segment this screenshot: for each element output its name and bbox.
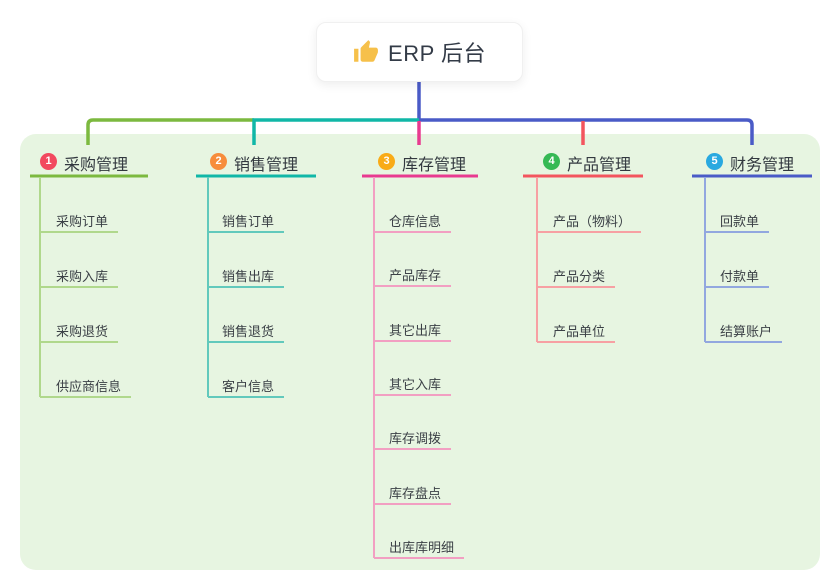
- branch-badge: 2: [210, 153, 227, 170]
- child-node[interactable]: 出库库明细: [389, 540, 455, 555]
- thumbs-up-glyph: [354, 40, 378, 62]
- branch-badge: 4: [543, 153, 560, 170]
- child-node[interactable]: 销售出库: [222, 269, 275, 284]
- child-node[interactable]: 结算账户: [720, 324, 773, 339]
- root-label: ERP 后台: [388, 41, 486, 66]
- child-node[interactable]: 付款单: [720, 269, 760, 284]
- child-node[interactable]: 其它入库: [389, 377, 442, 392]
- branch-badge: 1: [40, 153, 57, 170]
- child-node[interactable]: 产品分类: [553, 269, 606, 284]
- child-node[interactable]: 其它出库: [389, 323, 442, 338]
- branch-title-3[interactable]: 库存管理: [402, 157, 467, 174]
- child-node[interactable]: 回款单: [720, 214, 760, 229]
- child-node[interactable]: 仓库信息: [389, 214, 442, 229]
- branch-title-5[interactable]: 财务管理: [730, 157, 795, 174]
- thumbs-up-icon: [353, 39, 379, 65]
- child-node[interactable]: 库存调拨: [389, 431, 442, 446]
- branch-title-4[interactable]: 产品管理: [567, 157, 632, 174]
- child-node[interactable]: 产品单位: [553, 324, 606, 339]
- child-node[interactable]: 采购入库: [56, 269, 109, 284]
- branch-badge: 3: [378, 153, 395, 170]
- child-node[interactable]: 采购退货: [56, 324, 109, 339]
- child-node[interactable]: 产品（物料）: [553, 214, 632, 229]
- branch-title-2[interactable]: 销售管理: [234, 157, 299, 174]
- branches-panel: [20, 134, 820, 570]
- child-node[interactable]: 供应商信息: [56, 379, 122, 394]
- child-node[interactable]: 销售退货: [222, 324, 275, 339]
- child-node[interactable]: 产品库存: [389, 268, 442, 283]
- child-node[interactable]: 库存盘点: [389, 486, 442, 501]
- branch-badge: 5: [706, 153, 723, 170]
- child-node[interactable]: 采购订单: [56, 214, 109, 229]
- child-node[interactable]: 客户信息: [222, 379, 275, 394]
- branch-title-1[interactable]: 采购管理: [64, 157, 129, 174]
- child-node[interactable]: 销售订单: [222, 214, 275, 229]
- root-node[interactable]: ERP 后台: [316, 22, 523, 82]
